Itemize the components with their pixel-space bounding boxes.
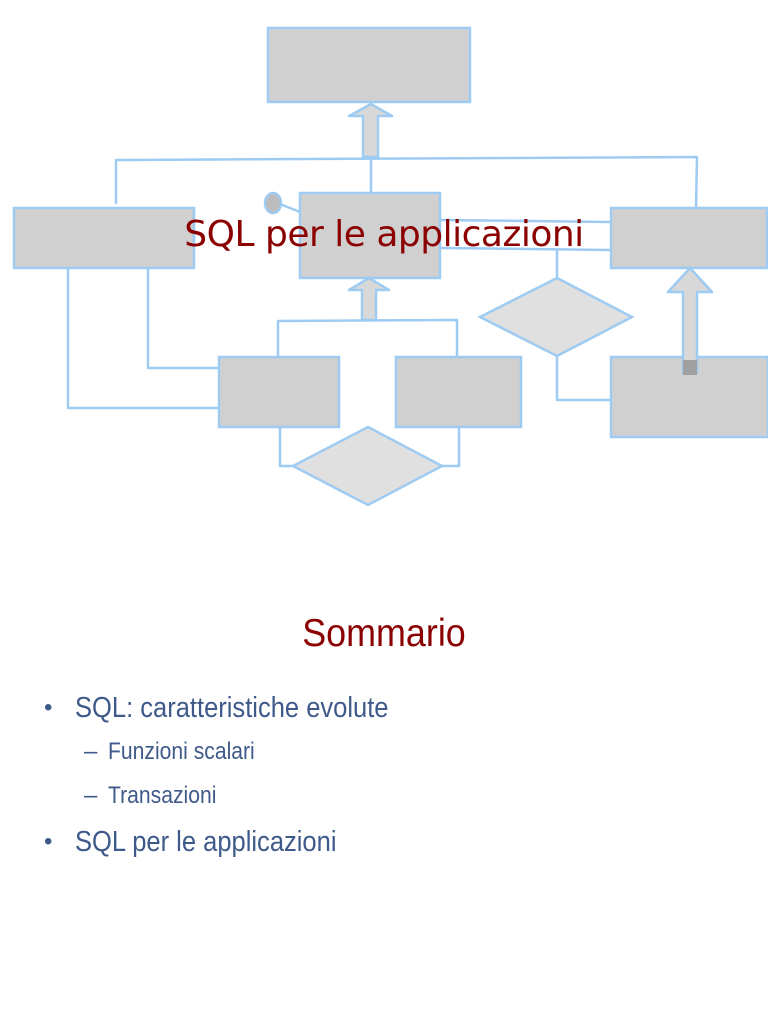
attribute-circle [263, 191, 283, 215]
bullet-list: • SQL: caratteristiche evolute – Funzion… [44, 690, 431, 860]
relationship-diamond-bottom [290, 425, 445, 507]
connector-lines [66, 155, 699, 468]
sub-bullet-marker: – [84, 738, 98, 765]
isa-arrows [347, 102, 714, 375]
bullet-marker: • [44, 828, 53, 855]
arrow-up-top [347, 102, 394, 159]
summary-title: Sommario [302, 612, 466, 655]
entity-box-left [12, 206, 196, 270]
title-slide: SQL per le applicazioni [12, 26, 768, 507]
bullet-text: SQL per le applicazioni [75, 826, 337, 858]
bullet-item: • SQL per le applicazioni [44, 824, 431, 860]
slide-title: SQL per le applicazioni [184, 214, 584, 255]
sub-bullet-text: Funzioni scalari [108, 738, 255, 765]
entity-box-lower-middle [394, 355, 523, 429]
sub-bullet-marker: – [84, 782, 98, 809]
entity-box-lower-left [217, 355, 341, 429]
summary-slide: Sommario • SQL: caratteristiche evolute … [0, 512, 768, 1024]
arrow-base-right [683, 360, 697, 375]
sub-bullet-item: – Transazioni [44, 774, 431, 818]
bullet-marker: • [44, 694, 53, 721]
arrow-up-center [347, 276, 391, 322]
entity-boxes [12, 26, 768, 439]
entity-box-top [266, 26, 472, 104]
entity-box-right [609, 206, 768, 270]
sub-bullet-item: – Funzioni scalari [44, 730, 431, 774]
relationship-diamonds [290, 276, 635, 507]
relationship-diamond-right [477, 276, 635, 358]
bullet-item: • SQL: caratteristiche evolute [44, 690, 431, 726]
er-diagram [12, 26, 768, 507]
sub-bullet-text: Transazioni [108, 782, 217, 809]
bullet-text: SQL: caratteristiche evolute [75, 692, 389, 724]
